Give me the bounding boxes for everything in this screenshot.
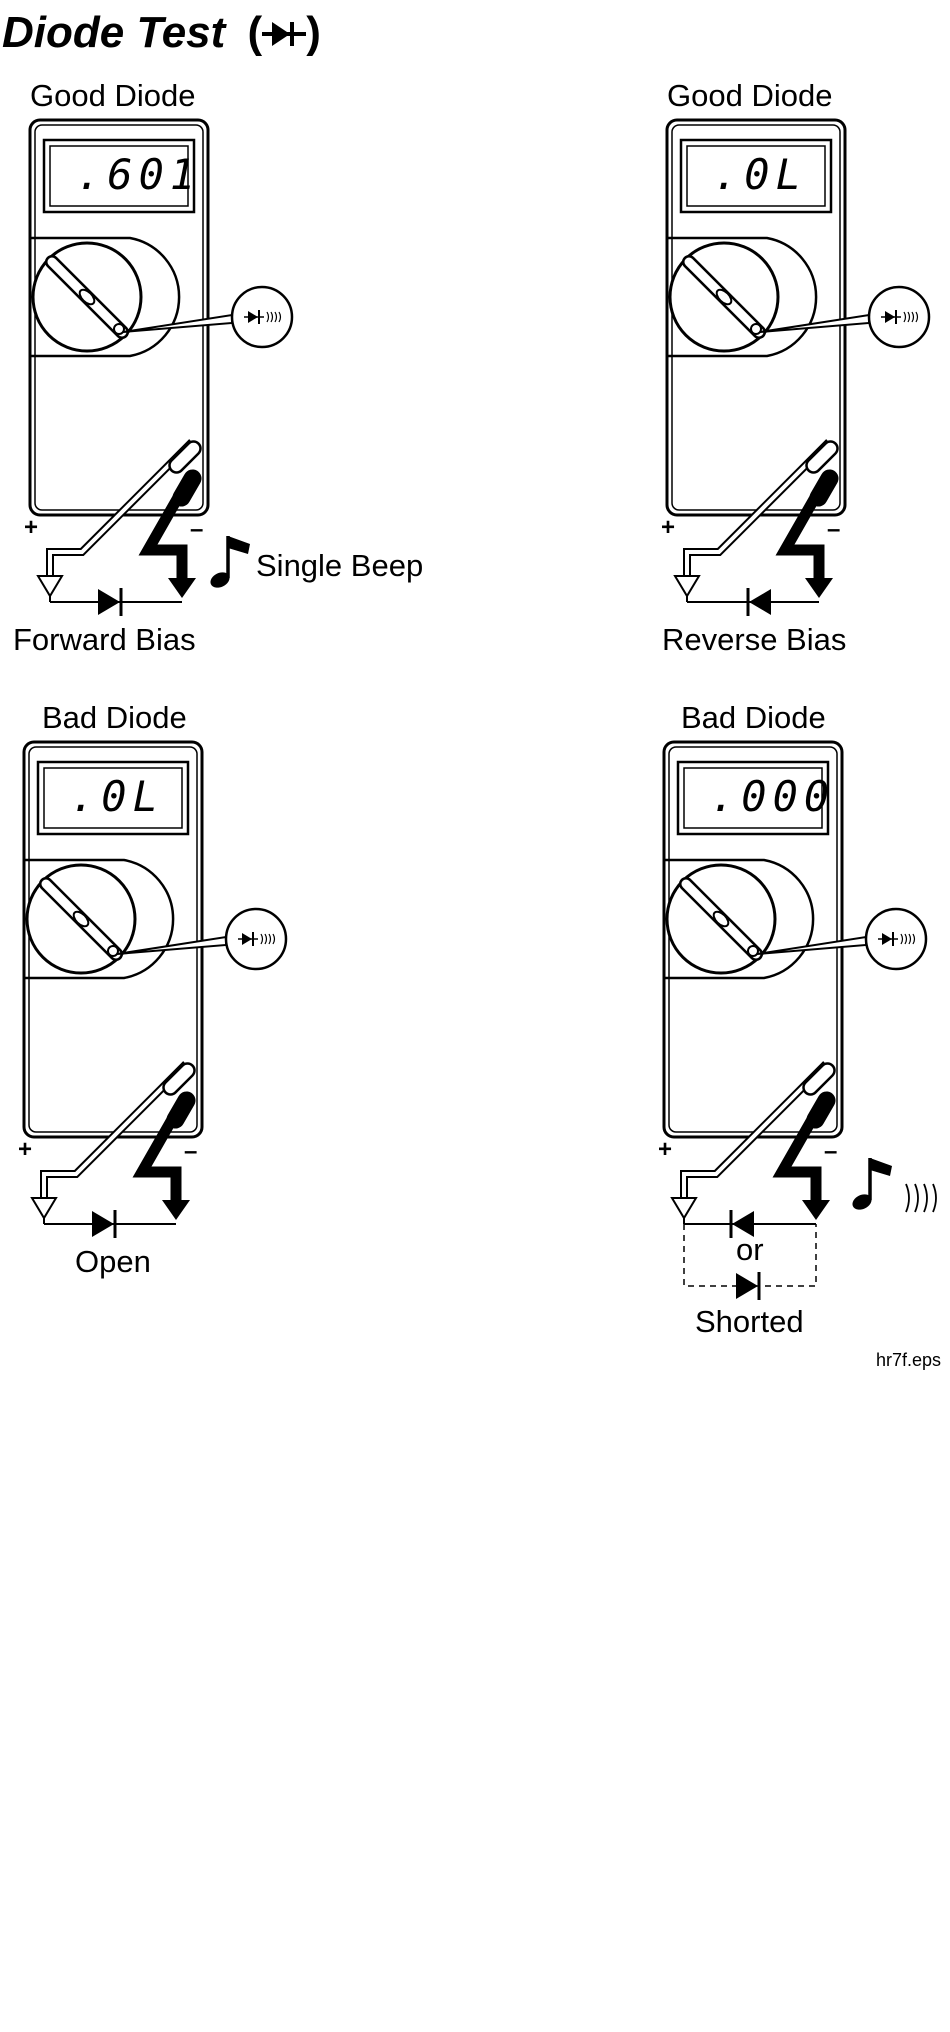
shorted-alternative-box — [683, 1224, 817, 1287]
knob-indicator-dot — [747, 945, 759, 957]
panel-caption: Reverse Bias — [662, 622, 847, 657]
positive-lead — [685, 440, 831, 576]
lcd-window — [683, 767, 823, 829]
music-note-icon — [210, 572, 230, 588]
meter-illustration — [662, 740, 937, 1300]
diode-symbol-icon — [242, 933, 252, 945]
switch-bezel — [664, 858, 815, 980]
title-text: Diode Test — [2, 8, 226, 57]
positive-probe-tip — [805, 440, 839, 474]
diode-under-test — [746, 588, 771, 616]
figure-filename: hr7f.eps — [876, 1350, 942, 1370]
negative-lead — [775, 477, 830, 580]
diode-symbol-icon — [882, 933, 892, 945]
negative-probe-tip — [809, 469, 839, 507]
negative-lead — [772, 1099, 827, 1202]
lcd-window — [49, 145, 189, 207]
positive-probe-point — [673, 575, 701, 598]
negative-terminal-label: – — [827, 516, 841, 543]
lcd-reading: .0L — [70, 772, 164, 821]
diode-alternative — [736, 1272, 761, 1300]
negative-probe-tip — [166, 1091, 196, 1129]
panel-caption: Shorted — [695, 1304, 804, 1339]
sound-wave — [905, 1183, 910, 1213]
positive-lead — [682, 1062, 828, 1198]
or-label: or — [736, 1232, 764, 1267]
negative-terminal-label: – — [184, 1138, 198, 1165]
positive-probe-tip — [162, 1062, 196, 1096]
positive-probe-tip — [802, 1062, 836, 1096]
positive-probe-point — [36, 575, 64, 598]
lcd-reading: .0L — [713, 150, 807, 199]
sound-wave — [932, 1183, 937, 1213]
panel-heading: Bad Diode — [681, 700, 826, 735]
negative-lead — [138, 477, 193, 580]
meter-illustration — [665, 118, 931, 616]
music-note-icon — [852, 1194, 872, 1210]
diode-symbol-icon — [262, 22, 307, 46]
knob-indicator-dot — [113, 323, 125, 335]
switch-bezel — [667, 236, 818, 358]
negative-terminal-label: – — [190, 516, 204, 543]
knob-indicator-dot — [107, 945, 119, 957]
panel-heading: Good Diode — [667, 78, 833, 113]
positive-probe-point — [670, 1197, 698, 1220]
panel-caption: Forward Bias — [13, 622, 196, 657]
negative-probe-tip — [806, 1091, 836, 1129]
lcd-reading: .000 — [710, 772, 836, 821]
lcd-reading: .601 — [76, 150, 202, 199]
positive-probe-point — [30, 1197, 58, 1220]
panel-heading: Bad Diode — [42, 700, 187, 735]
panel-caption: Open — [75, 1244, 151, 1279]
lcd-window — [43, 767, 183, 829]
positive-lead — [42, 1062, 188, 1198]
meter-illustration — [22, 740, 288, 1238]
positive-terminal-label: + — [24, 514, 39, 541]
positive-terminal-label: + — [658, 1136, 673, 1163]
panel-heading: Good Diode — [30, 78, 196, 113]
negative-probe-point — [168, 578, 196, 598]
knob-indicator-dot — [750, 323, 762, 335]
meter-panel: Bad Diode .0L + – Open — [0, 0, 475, 1279]
diode-under-test — [729, 1210, 754, 1238]
diode-under-test — [98, 588, 123, 616]
page-title: Diode Test () — [2, 8, 321, 58]
sound-label: Single Beep — [256, 548, 424, 583]
diode-symbol-title: () — [247, 8, 321, 57]
lcd-window — [686, 145, 826, 207]
positive-terminal-label: + — [18, 1136, 33, 1163]
diode-symbol-icon — [885, 311, 895, 323]
diode-under-test — [92, 1210, 117, 1238]
meter-illustration — [28, 118, 294, 616]
switch-bezel — [30, 236, 181, 358]
diode-symbol-icon — [248, 311, 258, 323]
positive-probe-tip — [168, 440, 202, 474]
sound-wave — [914, 1183, 919, 1213]
switch-bezel — [24, 858, 175, 980]
negative-probe-tip — [172, 469, 202, 507]
positive-lead — [48, 440, 194, 576]
negative-terminal-label: – — [824, 1138, 838, 1165]
meter-panel: Good Diode .0L + – Reverse Bias — [0, 0, 931, 700]
negative-probe-point — [805, 578, 833, 598]
negative-probe-point — [162, 1200, 190, 1220]
negative-lead — [132, 1099, 187, 1202]
negative-probe-point — [802, 1200, 830, 1220]
sound-wave — [923, 1183, 928, 1213]
positive-terminal-label: + — [661, 514, 676, 541]
